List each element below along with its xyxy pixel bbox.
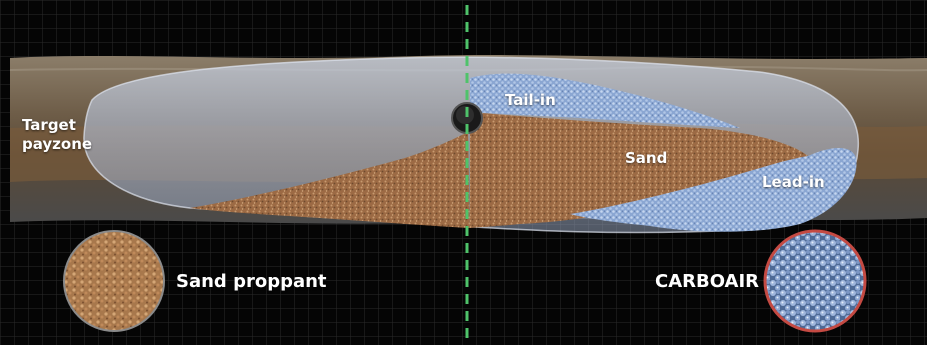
wellbore-inner [456,106,474,124]
sand-label: Sand [625,149,667,167]
target-payzone-line2: payzone [22,135,92,154]
target-payzone-label: Target payzone [22,116,92,154]
sand-proppant-label: Sand proppant [176,271,327,292]
lead-in-label: Lead-in [762,173,825,191]
carboair-label: CARBOAIR [655,271,759,292]
tail-in-label: Tail-in [505,91,556,109]
target-payzone-line1: Target [22,116,92,135]
